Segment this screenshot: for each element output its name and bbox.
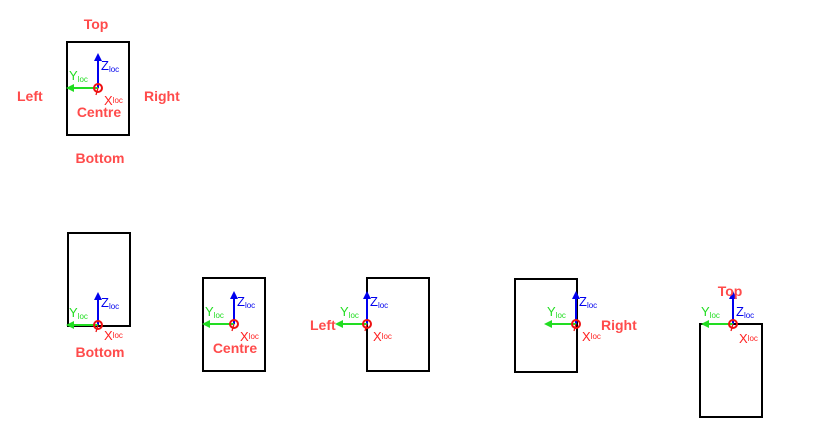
- label-bottom: Bottom: [76, 344, 125, 360]
- origin-marker: [728, 319, 738, 329]
- x-axis-label: Xloc: [582, 329, 601, 344]
- x-axis-label: Xloc: [240, 329, 259, 344]
- z-axis-label: Zloc: [579, 294, 597, 310]
- y-axis-label: Yloc: [69, 305, 88, 321]
- origin-marker: [571, 319, 581, 329]
- example-centre: Zloc Yloc Xloc Centre: [202, 277, 266, 372]
- origin-marker: [362, 319, 372, 329]
- example-top: Zloc Yloc Xloc Top: [699, 283, 763, 418]
- x-axis-label: Xloc: [104, 328, 123, 343]
- origin-marker: [93, 320, 103, 330]
- label-left: Left: [17, 88, 43, 104]
- label-right: Right: [601, 317, 637, 333]
- z-axis-label: Zloc: [101, 295, 119, 311]
- label-centre: Centre: [213, 340, 258, 356]
- label-left: Left: [310, 317, 336, 333]
- x-axis-label: Xloc: [739, 331, 758, 346]
- box: [366, 277, 430, 372]
- y-axis-label: Yloc: [701, 304, 720, 320]
- label-top: Top: [718, 283, 743, 299]
- z-axis-label: Zloc: [370, 294, 388, 310]
- example-right: Zloc Yloc Xloc Right: [514, 278, 637, 373]
- label-bottom: Bottom: [76, 150, 125, 166]
- label-top: Top: [84, 16, 109, 32]
- y-axis-label: Yloc: [547, 304, 566, 320]
- y-axis-label: Yloc: [69, 68, 88, 84]
- label-right: Right: [144, 88, 180, 104]
- example-bottom: Zloc Yloc Xloc Bottom: [66, 232, 131, 360]
- y-axis-label: Yloc: [205, 304, 224, 320]
- label-centre: Centre: [77, 104, 122, 120]
- z-axis-label: Zloc: [101, 58, 119, 74]
- box: [514, 278, 578, 373]
- z-axis-label: Zloc: [237, 294, 255, 310]
- example-left: Zloc Yloc Xloc Left: [310, 277, 430, 372]
- x-axis-label: Xloc: [104, 93, 123, 108]
- overview-group: Zloc Yloc Xloc Top Centre Bottom Left Ri…: [17, 16, 180, 166]
- z-axis-label: Zloc: [736, 304, 754, 320]
- origin-marker: [229, 319, 239, 329]
- x-axis-label: Xloc: [373, 329, 392, 344]
- y-axis-label: Yloc: [340, 304, 359, 320]
- origin-marker: [93, 83, 103, 93]
- box: [67, 232, 131, 327]
